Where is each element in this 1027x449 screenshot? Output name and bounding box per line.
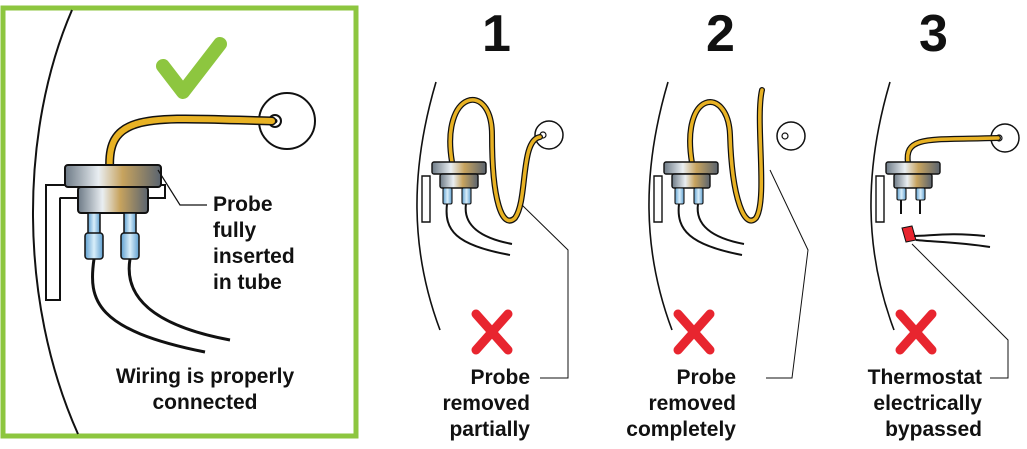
terminal-right	[120, 212, 140, 260]
scenario-1-thermostat-body	[439, 173, 479, 189]
scenario-3-wall	[870, 81, 895, 331]
scenario-3-label-line-2: electrically	[873, 392, 982, 415]
scenario-3-terminal-left	[896, 187, 907, 201]
scenario-1-label-line-2: removed	[442, 392, 530, 415]
thermostat-cap	[64, 164, 162, 188]
scenario-1-leader-line	[521, 204, 569, 379]
scenario-3-label-line-3: bypassed	[885, 418, 982, 441]
scenario-2-thermostat-body	[671, 173, 711, 189]
scenario-1-wire-left	[445, 203, 511, 256]
scenario-1-wall	[416, 81, 441, 331]
scenario-2-thermostat-cap	[663, 161, 719, 175]
scenario-1-wire-right	[464, 203, 513, 245]
probe-inserted-label-line-1: Probe	[213, 193, 273, 216]
wire-left	[90, 258, 206, 354]
scenario-3-illustration	[870, 81, 1020, 379]
scenario-2-label-line-1: Probe	[676, 366, 736, 389]
cross-mark-icon	[471, 309, 513, 355]
wiring-connected-label-line-2: connected	[152, 391, 258, 414]
thermostat-body	[77, 186, 149, 214]
scenario-3-leader-line	[911, 243, 1009, 379]
scenario-1-number: 1	[482, 5, 511, 63]
scenario-3-bypass-wire	[913, 233, 986, 237]
check-mark-icon	[156, 37, 227, 99]
scenario-3-terminal-right	[915, 187, 926, 201]
scenario-3-probe-wire-fill	[905, 136, 1000, 165]
wire-right	[127, 258, 231, 342]
cross-mark-icon	[673, 309, 715, 355]
terminal-left	[84, 212, 104, 260]
scenario-1-bracket	[421, 175, 431, 223]
scenario-2-tube	[776, 121, 806, 151]
wiring-connected-label-line-1: Wiring is properly	[115, 365, 295, 388]
probe-inserted-label-line-3: inserted	[213, 245, 295, 268]
scenario-3-jumper-connector	[901, 225, 917, 243]
scenario-1-label-line-1: Probe	[470, 366, 530, 389]
wiring-connected-label: Wiring is properly connected	[80, 364, 330, 416]
scenario-2-label-line-2: removed	[648, 392, 736, 415]
scenario-1-terminal-left	[442, 187, 453, 205]
scenario-2-number: 2	[706, 5, 735, 63]
scenario-2-probe-wire-fill	[688, 88, 764, 223]
mounting-bracket	[45, 184, 61, 301]
correct-panel	[0, 5, 359, 439]
scenario-3-label: Thermostat electrically bypassed	[820, 365, 982, 443]
scenario-2-wire-left	[677, 203, 743, 256]
scenario-1-terminal-right	[461, 187, 472, 205]
scenario-2-wall	[648, 81, 673, 331]
scenario-2-terminal-right	[693, 187, 704, 205]
scenario-2-leader-line	[766, 169, 809, 379]
scenario-3-bypass-wire-2	[915, 239, 991, 248]
probe-inserted-label-line-4: in tube	[213, 271, 282, 294]
scenario-1-thermostat-cap	[431, 161, 487, 175]
scenario-2-tube-opening	[781, 132, 789, 140]
scenario-2-label-line-3: completely	[626, 418, 736, 441]
scenario-2-bracket	[653, 175, 663, 223]
scenario-3-thermostat-cap	[885, 161, 941, 175]
cross-mark-icon	[895, 309, 937, 355]
probe-inserted-label-line-2: fully	[213, 219, 257, 242]
scenario-2-wire-right	[696, 203, 745, 245]
scenario-2-illustration	[648, 81, 809, 379]
scenario-3-thermostat-body	[893, 173, 933, 189]
scenario-1-tube	[534, 120, 564, 150]
probe-leader-line	[157, 169, 207, 206]
probe-inserted-label: Probe fully inserted in tube	[213, 192, 295, 296]
probe-wire-fill	[106, 115, 275, 175]
scenario-3-bare-pins	[900, 200, 921, 214]
scenario-3-bracket	[875, 175, 885, 223]
appliance-wall	[32, 9, 79, 435]
scenario-1-probe-wire-fill	[448, 98, 542, 223]
scenario-2-label: Probe removed completely	[590, 365, 736, 443]
scenario-1-label-line-3: partially	[449, 418, 530, 441]
scenario-1-illustration	[416, 81, 569, 379]
scenario-3-label-line-1: Thermostat	[867, 366, 982, 389]
scenario-3-number: 3	[919, 5, 948, 63]
scenario-2-terminal-left	[674, 187, 685, 205]
scenario-1-label: Probe removed partially	[400, 365, 530, 443]
correct-panel-border	[0, 5, 359, 439]
